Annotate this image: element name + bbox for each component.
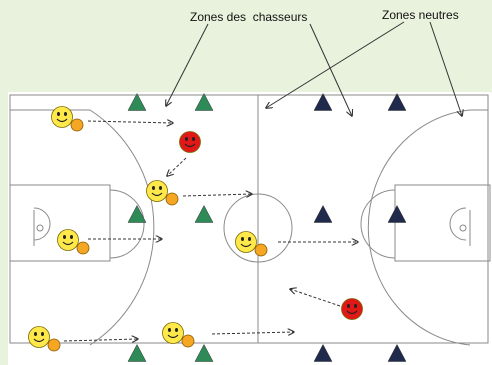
player-red-defender: [179, 131, 201, 153]
cone-green: [194, 343, 214, 362]
smile-icon: [346, 310, 358, 315]
smiley-face-icon: [179, 131, 201, 153]
smile-icon: [167, 334, 179, 339]
eye-icon: [152, 186, 155, 190]
eye-icon: [175, 328, 178, 332]
smile-icon: [240, 243, 252, 248]
eye-icon: [159, 186, 162, 190]
smile-icon: [56, 118, 68, 123]
movement-arrow: [63, 339, 138, 341]
player-yellow-attacker: [51, 106, 84, 132]
smile-icon: [151, 192, 163, 197]
cones: [127, 92, 407, 362]
cone-green: [194, 204, 214, 223]
cone-navy: [387, 92, 407, 111]
smile-icon: [184, 143, 196, 148]
smiley-face-icon: [51, 106, 73, 128]
cone-navy: [313, 343, 333, 362]
eye-icon: [354, 304, 357, 308]
movement-arrow: [211, 332, 294, 334]
court: [8, 92, 492, 365]
movement-arrow: [290, 289, 341, 307]
label-zones-neutres: Zones neutres: [382, 8, 459, 22]
player-yellow-attacker: [57, 229, 90, 255]
right-three-point-arc: [367, 109, 488, 346]
smile-icon: [33, 338, 45, 343]
player-yellow-attacker: [146, 180, 179, 206]
cone-navy: [313, 92, 333, 111]
players: [28, 106, 363, 352]
player-yellow-attacker: [162, 322, 195, 348]
eye-icon: [248, 237, 251, 241]
smiley-face-icon: [162, 322, 184, 344]
eye-icon: [70, 235, 73, 239]
pointer-neutres-left: [266, 21, 405, 108]
smiley-face-icon: [28, 326, 50, 348]
cone-navy: [387, 343, 407, 362]
center-circle: [223, 193, 293, 263]
pointer-chasseurs-left: [166, 23, 209, 106]
eye-icon: [241, 237, 244, 241]
left-restricted-arc: [33, 207, 51, 241]
left-free-throw-arc: [109, 189, 145, 259]
pointer-chasseurs-right: [309, 23, 352, 116]
cone-green: [194, 92, 214, 111]
smile-icon: [62, 241, 74, 246]
eye-icon: [34, 332, 37, 336]
movement-arrows: [63, 121, 358, 341]
ball-icon: [70, 118, 84, 132]
court-surface: [8, 92, 492, 365]
player-yellow-attacker: [235, 231, 268, 257]
eye-icon: [347, 304, 350, 308]
label-zones-chasseurs: Zones des chasseurs: [190, 10, 308, 24]
right-restricted-arc: [449, 207, 467, 241]
ball-icon: [76, 241, 90, 255]
movement-arrow: [182, 194, 252, 196]
player-yellow-attacker: [28, 326, 61, 352]
left-three-point-arc: [10, 109, 155, 346]
left-key: [9, 184, 111, 262]
cone-green: [127, 343, 147, 362]
smiley-face-icon: [146, 180, 168, 202]
eye-icon: [64, 112, 67, 116]
eye-icon: [57, 112, 60, 116]
right-hoop: [459, 224, 467, 232]
cone-green: [127, 204, 147, 223]
pointer-neutres-right: [429, 21, 462, 116]
smiley-face-icon: [341, 298, 363, 320]
player-red-defender: [341, 298, 363, 320]
ball-icon: [181, 334, 195, 348]
label-pointers: [166, 21, 462, 116]
cone-green: [127, 92, 147, 111]
eye-icon: [63, 235, 66, 239]
eye-icon: [192, 137, 195, 141]
cone-navy: [387, 204, 407, 223]
ball-icon: [47, 338, 61, 352]
left-hoop: [36, 224, 44, 232]
eye-icon: [185, 137, 188, 141]
right-key: [394, 184, 491, 262]
movement-arrow: [167, 157, 187, 176]
movement-arrow: [87, 121, 173, 123]
cone-navy: [313, 204, 333, 223]
smiley-face-icon: [57, 229, 79, 251]
right-free-throw-arc: [360, 189, 396, 259]
ball-icon: [165, 192, 179, 206]
eye-icon: [168, 328, 171, 332]
ball-icon: [254, 243, 268, 257]
eye-icon: [41, 332, 44, 336]
smiley-face-icon: [235, 231, 257, 253]
